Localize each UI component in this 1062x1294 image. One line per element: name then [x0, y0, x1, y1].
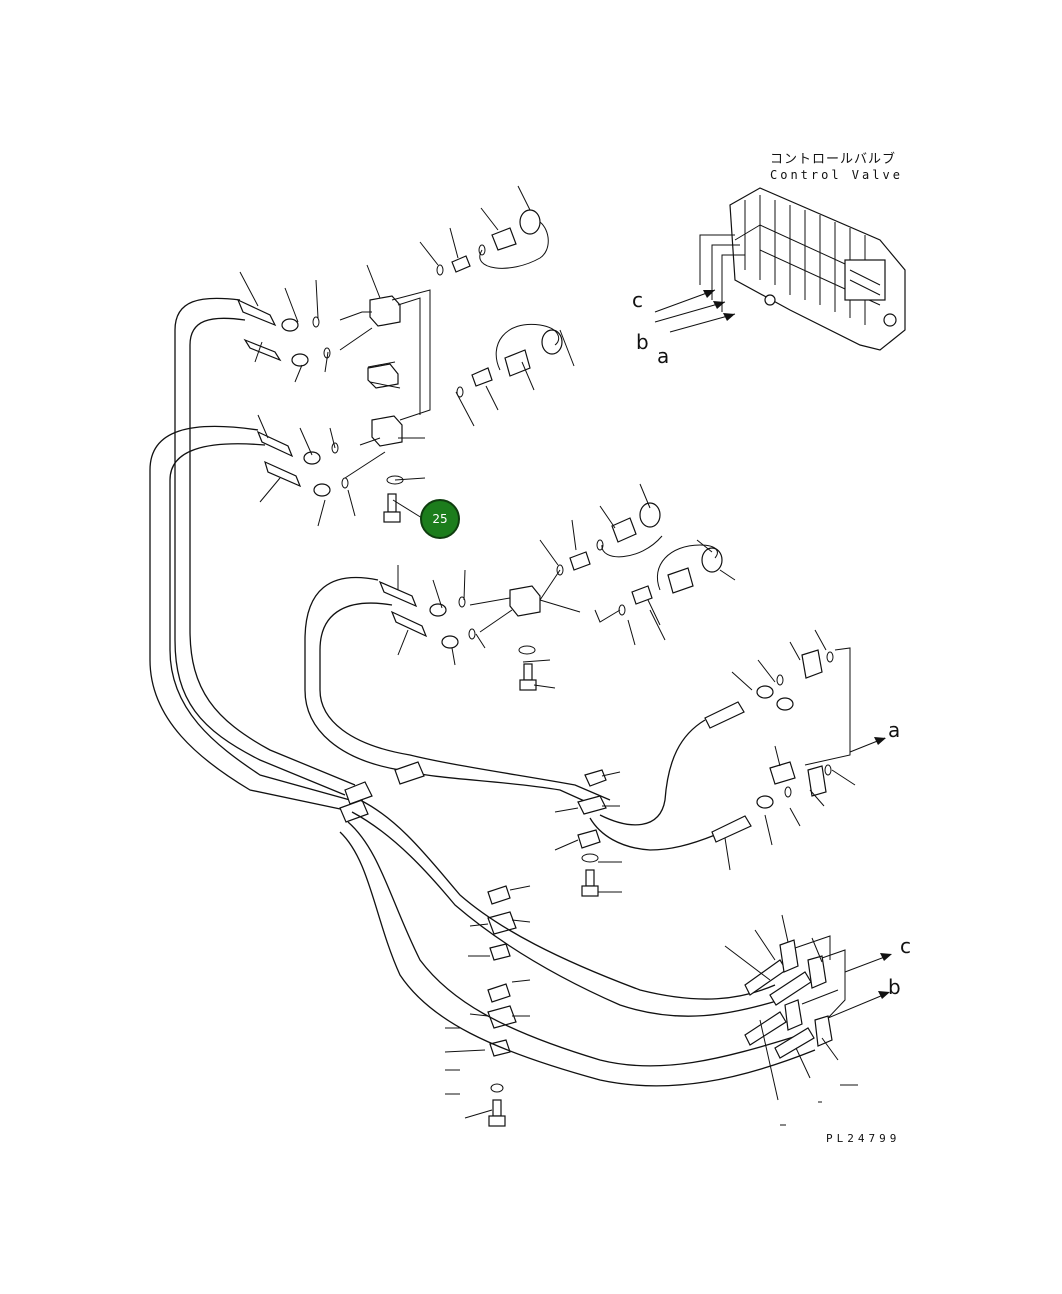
- label-a-right: a: [888, 718, 901, 742]
- middle-right-fittings: [704, 647, 886, 843]
- leader-lines: [239, 185, 858, 1126]
- label-b-left: b: [636, 330, 649, 354]
- lower-right-fittings: [744, 935, 892, 1059]
- drawing-number: PL24799: [826, 1132, 901, 1145]
- control-valve-title-en: Control Valve: [770, 168, 903, 182]
- upper-fittings: [236, 209, 563, 523]
- label-a-left: a: [657, 344, 670, 368]
- label-c-right: c: [900, 934, 911, 958]
- upper-hose-group: [149, 297, 356, 811]
- label-c-left: c: [632, 288, 643, 312]
- part-callout-25[interactable]: 25: [420, 499, 460, 539]
- control-valve-title-jp: コントロールバルブ: [770, 152, 897, 167]
- control-valve-drawing: [699, 187, 906, 351]
- callout-number: 25: [432, 512, 448, 526]
- middle-hose-group: [304, 576, 716, 851]
- clamps: [339, 761, 607, 1127]
- valve-inlet-arrows: [654, 289, 736, 333]
- label-b-right: b: [888, 975, 901, 999]
- lower-hose-group: [339, 799, 816, 1087]
